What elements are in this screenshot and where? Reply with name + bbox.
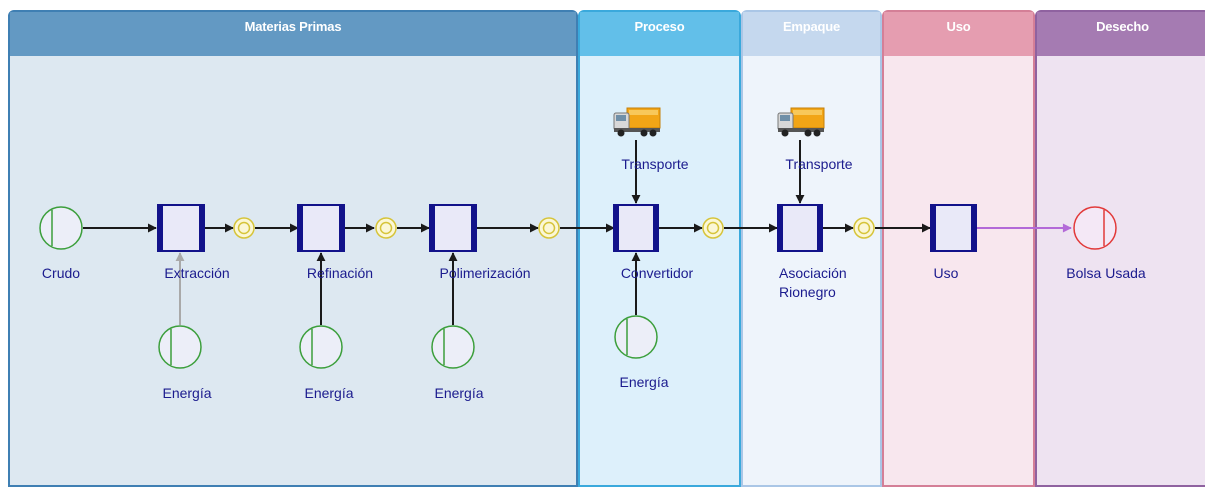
node-label-extraccion: Extracción <box>164 265 230 281</box>
intermediate-flow-icon[interactable] <box>375 217 397 239</box>
node-label-convertidor: Convertidor <box>620 265 694 281</box>
process-box-icon[interactable] <box>157 204 205 252</box>
intermediate-flow-icon[interactable] <box>233 217 255 239</box>
source-circle-icon[interactable] <box>614 315 658 359</box>
source-circle-icon[interactable] <box>299 325 343 369</box>
node-label-energia: Energía <box>304 385 354 401</box>
node-label-polimerizacion: Polimerización <box>439 265 531 281</box>
source-circle-icon[interactable] <box>39 206 83 250</box>
lane-header: Desecho <box>1037 12 1205 56</box>
node-label-bolsa-usada: Bolsa Usada <box>1066 265 1146 281</box>
source-circle-icon[interactable] <box>431 325 475 369</box>
truck-icon[interactable] <box>613 107 661 137</box>
lane-header: Materias Primas <box>10 12 576 56</box>
node-label-refinacion: Refinación <box>306 265 374 281</box>
lane-desecho: Desecho <box>1035 10 1205 487</box>
node-label-energia: Energía <box>619 374 669 390</box>
intermediate-flow-icon[interactable] <box>538 217 560 239</box>
node-label-asociacion: Asociación Rionegro <box>779 265 847 300</box>
process-box-icon[interactable] <box>429 204 477 252</box>
node-label-energia: Energía <box>162 385 212 401</box>
lane-header: Empaque <box>743 12 880 56</box>
lane-proceso: Proceso <box>578 10 741 487</box>
node-label-energia: Energía <box>434 385 484 401</box>
node-label-uso: Uso <box>933 265 959 281</box>
node-label-crudo: Crudo <box>41 265 81 281</box>
lane-header: Proceso <box>580 12 739 56</box>
node-label-transporte: Transporte <box>785 156 853 172</box>
source-circle-icon[interactable] <box>158 325 202 369</box>
node-label-transporte: Transporte <box>621 156 689 172</box>
intermediate-flow-icon[interactable] <box>702 217 724 239</box>
lane-materias-primas: Materias Primas <box>8 10 578 487</box>
process-box-icon[interactable] <box>297 204 345 252</box>
truck-icon[interactable] <box>777 107 825 137</box>
process-box-icon[interactable] <box>777 204 823 252</box>
process-box-icon[interactable] <box>930 204 977 252</box>
intermediate-flow-icon[interactable] <box>853 217 875 239</box>
lane-header: Uso <box>884 12 1033 56</box>
process-box-icon[interactable] <box>613 204 659 252</box>
sink-circle-icon[interactable] <box>1073 206 1117 250</box>
